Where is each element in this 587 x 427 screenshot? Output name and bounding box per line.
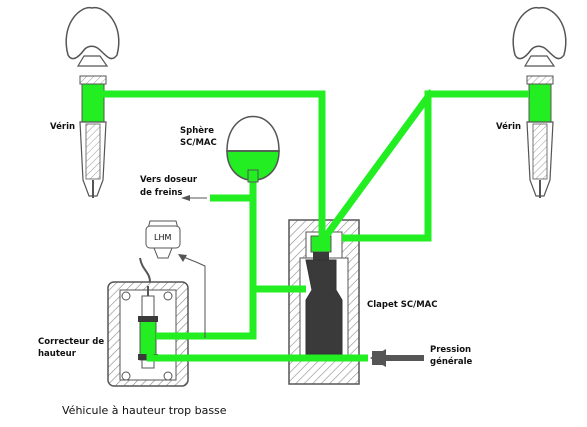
clapet-valve bbox=[288, 219, 360, 385]
dosage-label-line1: Vers doseur bbox=[140, 175, 198, 185]
left-strut bbox=[65, 7, 120, 198]
accumulator-sphere bbox=[226, 115, 280, 183]
clapet-label: Clapet SC/MAC bbox=[367, 300, 438, 310]
dosage-label-line2: de freins bbox=[140, 188, 183, 198]
verin-left-label: Vérin bbox=[50, 122, 76, 132]
arrows bbox=[178, 195, 424, 367]
right-strut bbox=[512, 7, 567, 198]
diagram-caption: Véhicule à hauteur trop basse bbox=[62, 404, 227, 417]
pression-label-line1: Pression bbox=[430, 345, 472, 355]
sphere-label-line1: Sphère bbox=[180, 126, 214, 136]
pression-label-line2: générale bbox=[430, 357, 473, 367]
hydraulic-lines bbox=[105, 90, 529, 362]
height-corrector bbox=[107, 257, 189, 387]
correcteur-label-line1: Correcteur de bbox=[38, 337, 105, 347]
lhm-reservoir bbox=[145, 220, 181, 259]
lhm-label: LHM bbox=[154, 233, 172, 242]
correcteur-label-line2: hauteur bbox=[38, 349, 76, 359]
sphere-label-line2: SC/MAC bbox=[180, 138, 217, 148]
verin-right-label: Vérin bbox=[496, 122, 522, 132]
